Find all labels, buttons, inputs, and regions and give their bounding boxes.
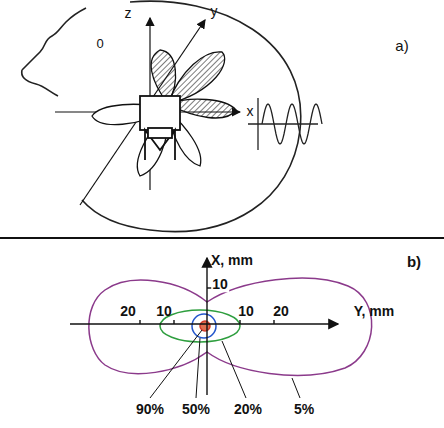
contour-level: 5% [293, 402, 315, 417]
axis-label: y [210, 4, 219, 19]
plot-axes [70, 258, 338, 395]
tick-value: 10 [237, 304, 255, 319]
leader-lines [150, 330, 300, 398]
tick-value: 20 [272, 304, 290, 319]
tick-value: 10 [155, 304, 173, 319]
origin-label: 0 [95, 37, 104, 51]
contour-level: 90% [135, 402, 165, 417]
contour-level: 50% [181, 402, 211, 417]
axis-title: Y, mm [353, 304, 395, 319]
panel-label: a) [394, 38, 409, 55]
signal-wave [248, 98, 322, 150]
coordinate-axes [55, 18, 240, 205]
axis-label: x [246, 104, 255, 119]
head-outline [22, 1, 301, 231]
tick-value: 20 [119, 304, 137, 319]
panel-label: b) [406, 254, 422, 271]
tick-value: 10 [211, 277, 229, 292]
axis-title: X, mm [210, 253, 254, 268]
radiation-lobes [92, 50, 236, 176]
axis-label: z [124, 6, 133, 21]
electrode-device [140, 96, 180, 160]
contour-level: 20% [233, 402, 263, 417]
panel-divider [0, 237, 444, 239]
